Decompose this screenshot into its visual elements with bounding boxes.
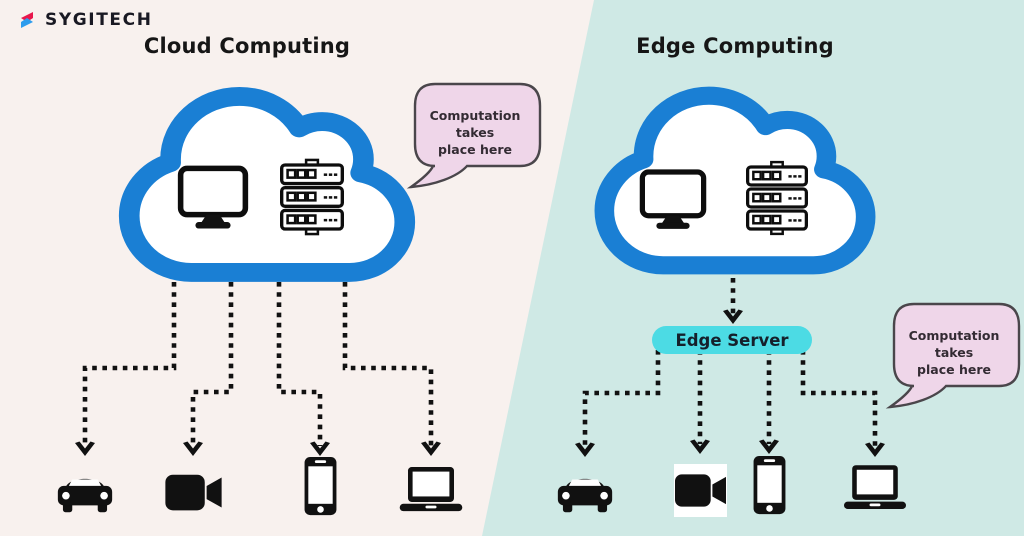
edge-panel-title: Edge Computing	[636, 34, 834, 58]
brand-logo: SYGITECH	[16, 9, 153, 31]
server-rack-icon	[280, 158, 344, 236]
laptop-icon	[844, 465, 906, 509]
video-camera-icon	[675, 474, 726, 507]
car-icon	[57, 478, 113, 513]
speech-bubble	[885, 302, 1021, 409]
cloud-icon	[594, 86, 876, 275]
monitor-icon	[177, 165, 249, 229]
cloud-bubble-text: Computation takes place here	[429, 108, 521, 157]
monitor-icon	[639, 169, 707, 229]
video-camera-icon	[165, 474, 222, 511]
car-icon	[557, 478, 613, 513]
speech-bubble	[406, 82, 542, 189]
smartphone-icon	[753, 455, 786, 515]
brand-name: SYGITECH	[45, 10, 153, 30]
edge-server-badge: Edge Server	[652, 326, 812, 354]
video-camera-tile	[674, 464, 727, 517]
edge-bubble-text: Computation takes place here	[908, 328, 1000, 377]
cloud-panel-title: Cloud Computing	[143, 34, 351, 58]
cloud-icon	[118, 87, 416, 282]
edge-server-label: Edge Server	[675, 330, 789, 350]
server-rack-icon	[746, 160, 808, 236]
laptop-icon	[399, 467, 463, 512]
sygitech-logo-icon	[21, 12, 33, 28]
smartphone-icon	[304, 456, 337, 516]
